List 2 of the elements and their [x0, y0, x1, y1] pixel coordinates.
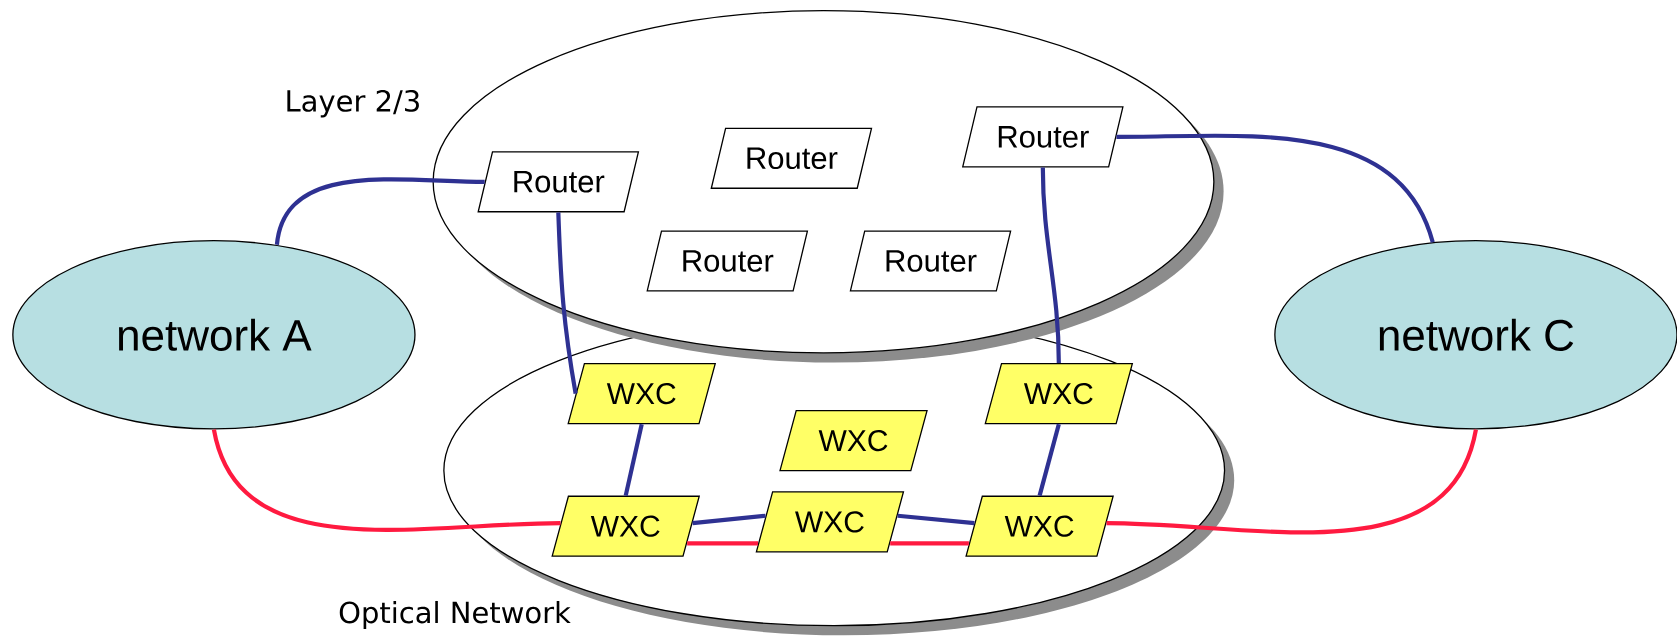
link-line — [274, 177, 485, 246]
layer-label: Layer 2/3 — [287, 89, 419, 118]
